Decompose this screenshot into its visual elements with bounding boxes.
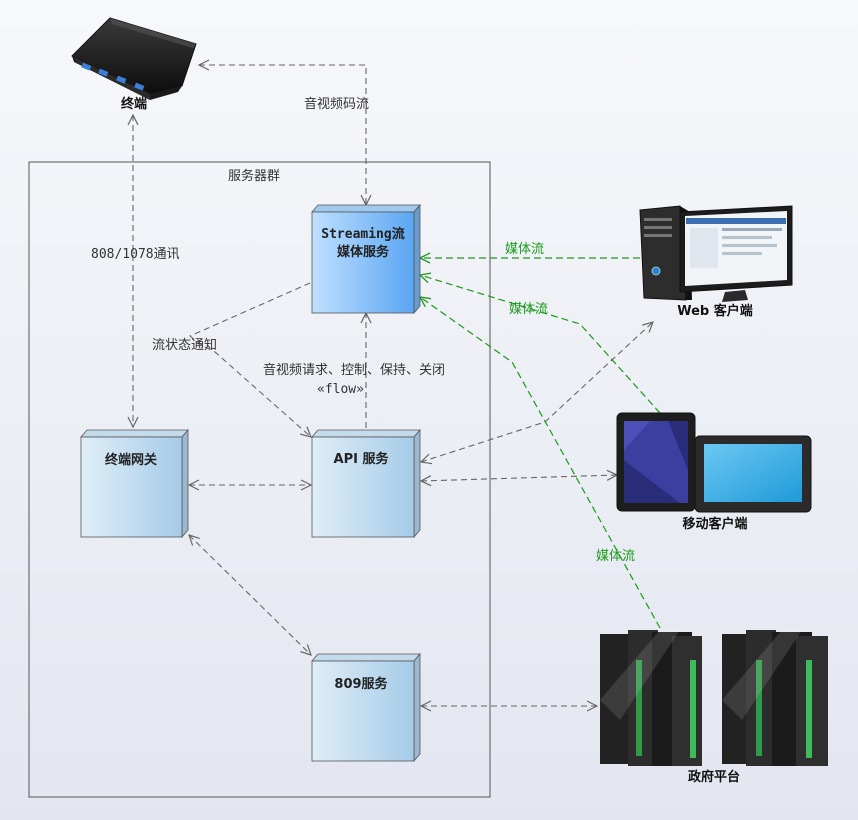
desktop-computer-icon[interactable] xyxy=(639,205,793,302)
terminal-gateway-label: 终端网关 xyxy=(105,452,157,468)
server-cluster-label: 服务器群 xyxy=(228,168,280,184)
edge-label-stream-notify: 流状态通知 xyxy=(152,337,217,353)
edge-label-media-web: 媒体流 xyxy=(505,242,544,257)
edge-api-mobile xyxy=(421,475,617,481)
gov-platform-label: 政府平台 xyxy=(688,769,740,785)
node-terminal-gateway[interactable]: 终端网关 xyxy=(80,428,189,539)
api-service-label: API 服务 xyxy=(334,451,390,467)
edge-gateway-809 xyxy=(189,535,311,655)
edge-streaming-api-notify xyxy=(189,282,311,437)
node-api-service[interactable]: API 服务 xyxy=(311,428,421,539)
terminal-label: 终端 xyxy=(121,96,147,112)
server-rack-icon[interactable] xyxy=(600,630,828,766)
edge-label-media-mobile: 媒体流 xyxy=(509,302,548,317)
edge-label-av-stream: 音视频码流 xyxy=(304,96,369,112)
edge-label-media-gov: 媒体流 xyxy=(596,549,635,564)
809-service-label: 809服务 xyxy=(334,676,388,692)
edge-terminal-streaming xyxy=(199,65,366,205)
tablet-icon[interactable] xyxy=(616,412,812,513)
mobile-client-label: 移动客户端 xyxy=(682,516,747,532)
web-client-label: Web 客户端 xyxy=(677,303,753,319)
node-streaming-service[interactable]: Streaming流 媒体服务 xyxy=(311,203,421,315)
streaming-service-label-2: 媒体服务 xyxy=(337,244,390,260)
edge-label-av-request: 音视频请求、控制、保持、关闭 xyxy=(263,362,445,378)
edge-media-gov xyxy=(420,297,661,629)
edge-media-mobile xyxy=(420,275,661,414)
edge-label-flow: «flow» xyxy=(317,382,364,397)
streaming-service-label-1: Streaming流 xyxy=(321,226,404,242)
edge-label-808-comm: 808/1078通讯 xyxy=(91,247,180,262)
usb-hub-icon[interactable] xyxy=(71,17,197,100)
node-809-service[interactable]: 809服务 xyxy=(311,652,421,763)
